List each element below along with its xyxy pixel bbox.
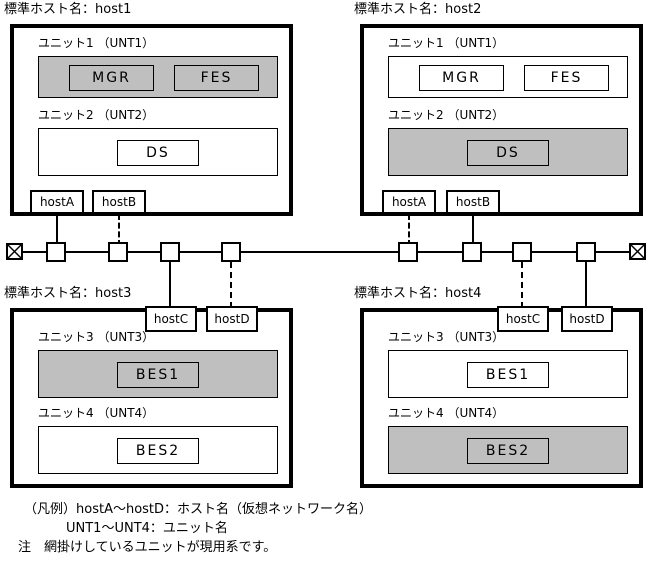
bus-tap-7 <box>512 242 532 262</box>
drop-line-host4-hostc <box>521 262 523 318</box>
hostname-box-host1-hostb: hostB <box>92 190 146 214</box>
unit-label-host1-unt2: ユニット2 （UNT2） <box>38 108 155 122</box>
bus-tap-3 <box>160 242 180 262</box>
host-title-host2: 標準ホスト名：host2 <box>354 2 482 17</box>
process-box-host4-bes1: BES1 <box>467 362 549 388</box>
hostname-box-host4-hostc: hostC <box>497 306 549 332</box>
host-title-host3: 標準ホスト名：host3 <box>4 286 132 301</box>
unit-label-host3-unt3: ユニット3 （UNT3） <box>38 330 155 344</box>
hostname-box-host1-hosta: hostA <box>30 190 84 214</box>
process-box-host2-mgr: MGR <box>419 65 504 91</box>
process-box-host3-bes2: BES2 <box>117 438 199 464</box>
unit-label-host2-unt2: ユニット2 （UNT2） <box>388 108 505 122</box>
legend-line-2: UNT1〜UNT4：ユニット名 <box>66 521 228 536</box>
hostname-box-host3-hostc: hostC <box>145 306 197 332</box>
unit-box-host3-unt3: BES1 <box>38 350 278 398</box>
drop-line-host2-hostb <box>472 214 474 246</box>
unit-label-host3-unt4: ユニット4 （UNT4） <box>38 406 155 420</box>
process-box-host1-mgr: MGR <box>69 65 154 91</box>
unit-box-host2-unt1: MGR FES <box>388 56 628 98</box>
host-frame-host4: ユニット3 （UNT3） BES1 ユニット4 （UNT4） BES2 <box>360 308 643 488</box>
legend-line-1: （凡例）hostA〜hostD：ホスト名（仮想ネットワーク名） <box>24 502 373 517</box>
bus-tap-4 <box>221 242 241 262</box>
process-box-host1-ds: DS <box>117 140 199 166</box>
hostname-box-host2-hostb: hostB <box>446 190 500 214</box>
unit-box-host2-unt2: DS <box>388 128 628 176</box>
process-box-host4-bes2: BES2 <box>467 438 549 464</box>
drop-line-host1-hostb <box>118 214 120 246</box>
unit-box-host1-unt1: MGR FES <box>38 56 278 98</box>
unit-label-host1-unt1: ユニット1 （UNT1） <box>38 36 155 50</box>
hostname-box-host2-hosta: hostA <box>382 190 436 214</box>
bus-tap-6 <box>462 242 482 262</box>
bus-tap-8 <box>576 242 596 262</box>
bus-terminator-right <box>629 243 646 260</box>
drop-line-host2-hosta <box>408 214 410 246</box>
process-box-host1-fes: FES <box>174 65 259 91</box>
unit-label-host4-unt3: ユニット3 （UNT3） <box>388 330 505 344</box>
unit-label-host4-unt4: ユニット4 （UNT4） <box>388 406 505 420</box>
unit-box-host4-unt4: BES2 <box>388 426 628 474</box>
network-bus-line <box>20 251 632 253</box>
host-title-host4: 標準ホスト名：host4 <box>354 286 482 301</box>
bus-tap-1 <box>46 242 66 262</box>
hostname-box-host3-hostd: hostD <box>206 306 258 332</box>
unit-box-host1-unt2: DS <box>38 128 278 176</box>
bus-terminator-left <box>6 243 23 260</box>
bus-tap-2 <box>108 242 128 262</box>
bus-tap-5 <box>398 242 418 262</box>
drop-line-host3-hostd <box>230 262 232 318</box>
drop-line-host1-hosta <box>56 214 58 246</box>
unit-box-host4-unt3: BES1 <box>388 350 628 398</box>
hostname-box-host4-hostd: hostD <box>561 306 613 332</box>
host-frame-host1: ユニット1 （UNT1） MGR FES ユニット2 （UNT2） DS <box>10 24 293 216</box>
unit-label-host2-unt1: ユニット1 （UNT1） <box>388 36 505 50</box>
host-frame-host2: ユニット1 （UNT1） MGR FES ユニット2 （UNT2） DS <box>360 24 643 216</box>
drop-line-host3-hostc <box>169 262 171 318</box>
unit-box-host3-unt4: BES2 <box>38 426 278 474</box>
drop-line-host4-hostd <box>585 262 587 318</box>
host-title-host1: 標準ホスト名：host1 <box>4 2 132 17</box>
process-box-host3-bes1: BES1 <box>117 362 199 388</box>
process-box-host2-ds: DS <box>467 140 549 166</box>
process-box-host2-fes: FES <box>524 65 609 91</box>
legend-line-3: 注 網掛けしているユニットが現用系です。 <box>18 540 277 555</box>
host-frame-host3: ユニット3 （UNT3） BES1 ユニット4 （UNT4） BES2 <box>10 308 293 488</box>
